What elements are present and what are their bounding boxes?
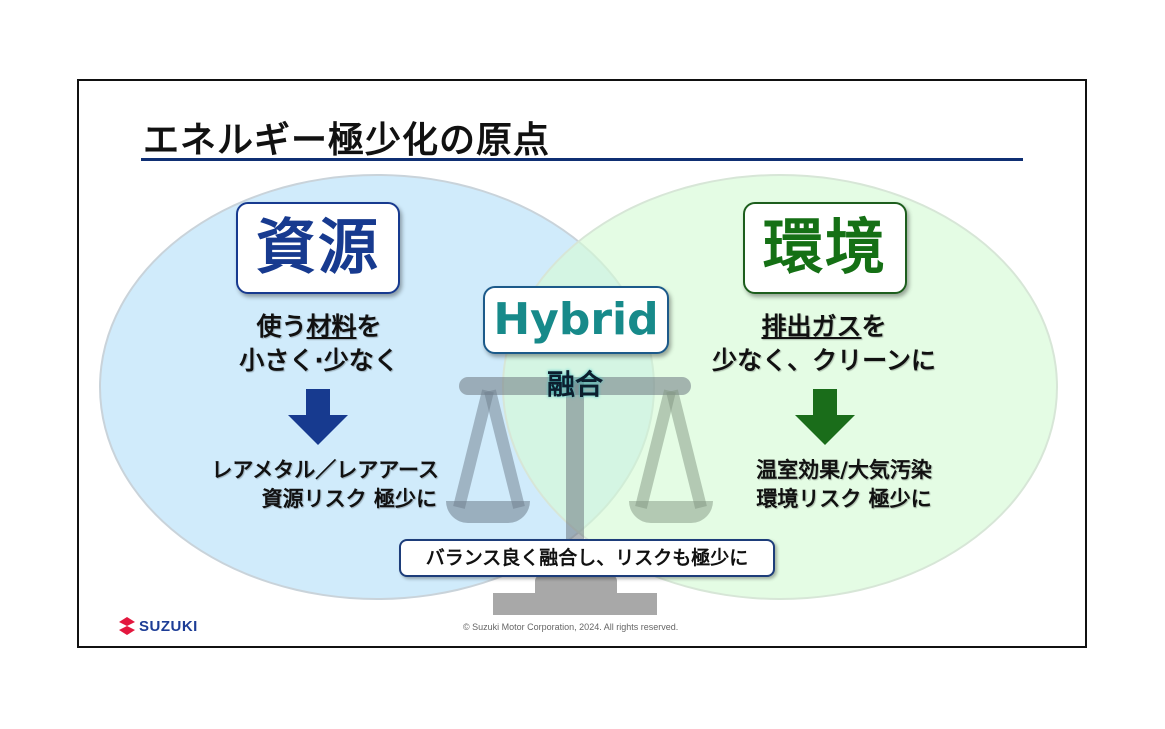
- environment-line1: 排出ガスを: [761, 312, 887, 341]
- resource-result-line1: レアメタル／レアアース: [211, 458, 439, 482]
- resource-heading: 資源: [256, 213, 380, 283]
- arrow-down-icon: [288, 389, 348, 445]
- scale-post: [566, 381, 584, 591]
- copyright-text: © Suzuki Motor Corporation, 2024. All ri…: [463, 622, 679, 632]
- logo-text: SUZUKI: [139, 617, 198, 635]
- scale-pan-right: [629, 501, 713, 523]
- environment-result-line2: 環境リスク 極少に: [756, 487, 932, 511]
- slide-title: エネルギー極少化の原点: [143, 120, 551, 161]
- resource-line1: 使う材料を: [256, 312, 382, 341]
- environment-heading-box: 環境: [743, 202, 907, 294]
- arrow-down-icon: [795, 389, 855, 445]
- hybrid-sub-label: 融合: [546, 368, 603, 401]
- environment-line2: 少なく、クリーンに: [712, 346, 936, 375]
- environment-heading: 環境: [763, 213, 887, 283]
- hybrid-box: Hybrid: [483, 286, 669, 354]
- resource-result-line2: 資源リスク 極少に: [261, 487, 437, 511]
- resource-heading-box: 資源: [236, 202, 400, 294]
- scale-base: [493, 593, 657, 615]
- scale-pan-left: [446, 501, 530, 523]
- hybrid-label: Hybrid: [493, 294, 659, 345]
- balance-message: バランス良く融合し、リスクも極少に: [399, 539, 775, 577]
- resource-line2: 小さく·少なく: [239, 346, 399, 375]
- environment-result-line1: 温室効果/大気汚染: [756, 458, 932, 482]
- slide: エネルギー極少化の原点 資源 使う材料を 小さく·少なく レアメタル／レアアース…: [77, 79, 1087, 648]
- title-underline: [141, 158, 1023, 161]
- suzuki-s-icon: [119, 617, 135, 635]
- suzuki-logo: SUZUKI: [119, 617, 198, 635]
